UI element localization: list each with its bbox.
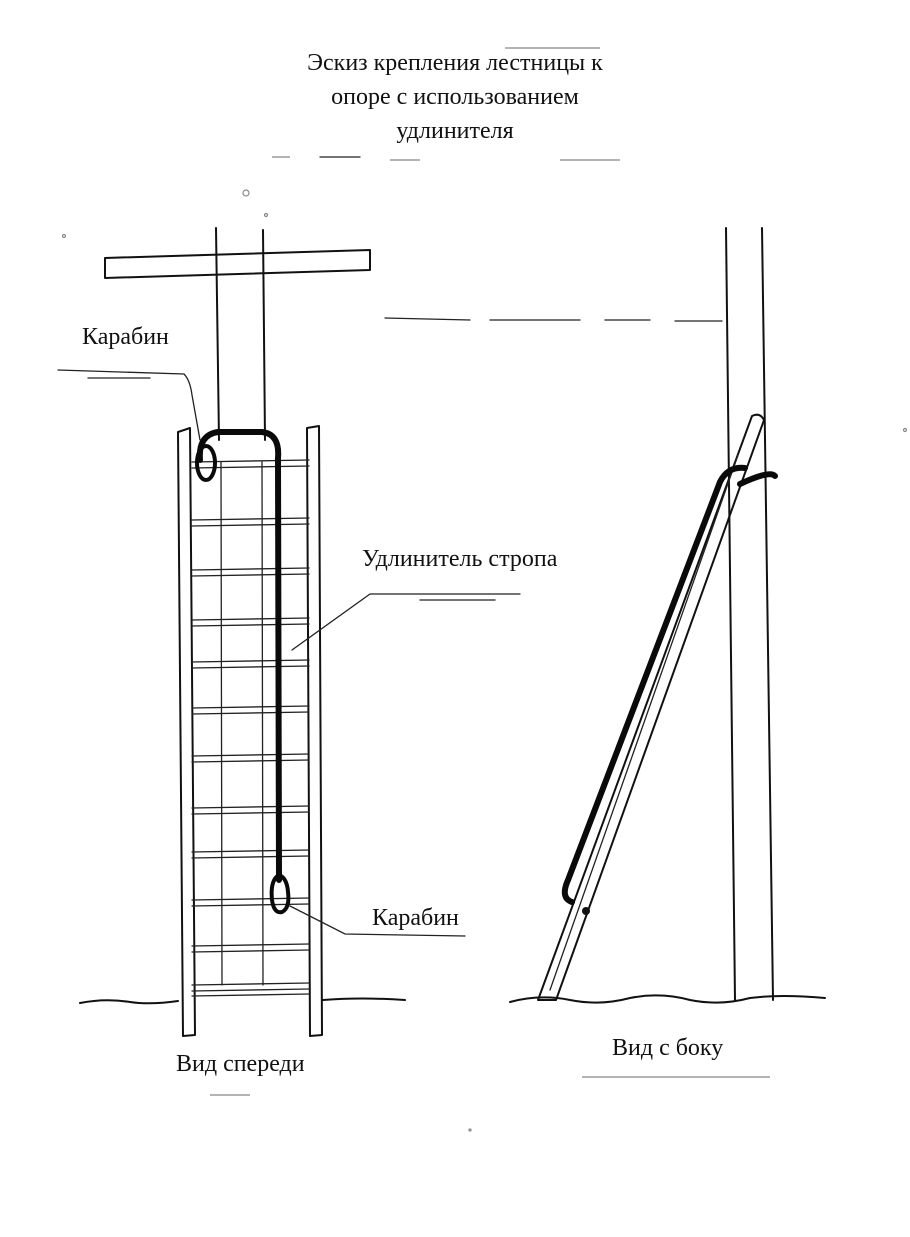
title-line-2: опоре с использованием (331, 84, 579, 110)
ground-side (509, 994, 826, 1004)
side-pole-right-edge (761, 227, 774, 1001)
side-view-drawing (509, 227, 826, 1004)
label-carabiner-top: Карабин (82, 324, 169, 350)
carabiner-bottom-front (269, 873, 291, 915)
diagram-title: Эскиз крепления лестницы к опоре с испол… (0, 46, 910, 148)
title-line-1: Эскиз крепления лестницы к (307, 50, 603, 76)
label-strap-extender: Удлинитель стропа (362, 546, 558, 572)
title-line-3: удлинителя (396, 118, 514, 144)
pole-left-edge (215, 227, 220, 441)
front-view-drawing (79, 227, 406, 1037)
side-pole-left-edge (725, 227, 736, 1001)
carabiner-top-front (195, 444, 217, 482)
label-carabiner-bottom: Карабин (372, 905, 459, 931)
extender-strap-side (561, 464, 748, 905)
ladder-rungs (191, 459, 310, 997)
pole-right-edge (262, 229, 266, 441)
label-side-view: Вид с боку (612, 1035, 724, 1061)
ladder-right-rail (306, 425, 323, 1037)
ladder-left-rail (177, 427, 196, 1037)
scan-artifacts (61, 47, 908, 1132)
ground-front (79, 999, 179, 1005)
side-ladder (537, 413, 765, 1001)
leader-lines (57, 369, 521, 937)
label-front-view: Вид спереди (176, 1051, 305, 1077)
crossarm (104, 249, 371, 279)
